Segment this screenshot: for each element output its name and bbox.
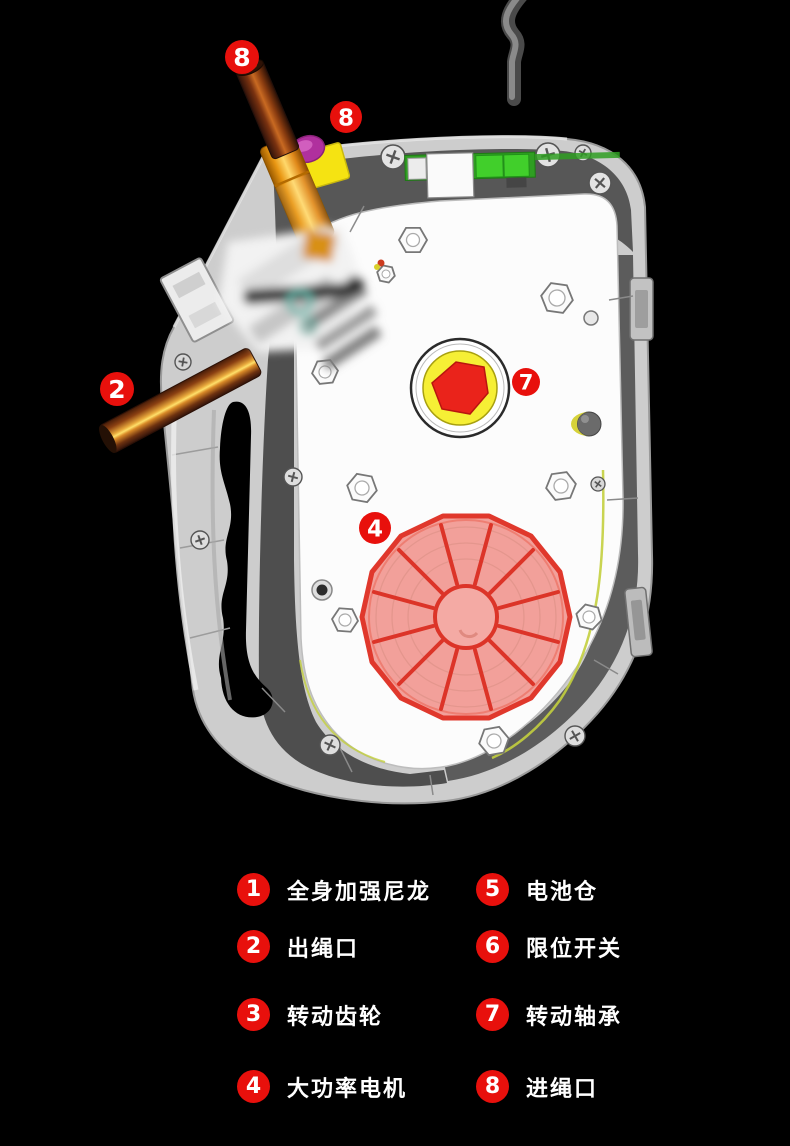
rim-band-right xyxy=(444,255,639,781)
latch-left-bracket xyxy=(159,257,235,343)
legend-badge-8: 8 xyxy=(476,1070,509,1103)
svg-text:8: 8 xyxy=(233,43,250,72)
callout-badge-8a: 8 xyxy=(225,40,259,74)
limit-switch-pcb xyxy=(404,151,620,199)
legend-label-7: 转动轴承 xyxy=(526,1003,623,1029)
legend-badge-1: 1 xyxy=(237,873,270,906)
callout-badge-4: 4 xyxy=(359,512,391,544)
legend-badge-4: 4 xyxy=(237,1070,270,1103)
motor-ribs xyxy=(372,523,560,711)
legend-label-8: 进绳口 xyxy=(526,1075,599,1101)
hoist-body xyxy=(99,59,654,805)
legend-item-7: 7 转动轴承 xyxy=(476,998,622,1031)
legend-item-1: 1 全身加强尼龙 xyxy=(237,873,431,906)
legend-item-4: 4 大功率电机 xyxy=(237,1070,407,1103)
latch-right-upper xyxy=(629,277,654,341)
gasket-line-bottom-left xyxy=(299,659,386,763)
svg-text:4: 4 xyxy=(367,516,383,542)
latch-right-lower xyxy=(624,586,653,658)
legend-label-6: 限位开关 xyxy=(526,935,623,961)
svg-text:2: 2 xyxy=(108,375,125,404)
legend-item-6: 6 限位开关 xyxy=(476,930,622,963)
relay-block xyxy=(426,152,475,199)
legend-badge-5: 5 xyxy=(476,873,509,906)
panel-seams xyxy=(261,205,639,796)
svg-text:8: 8 xyxy=(338,105,354,131)
rotating-bearing xyxy=(409,337,511,439)
bearing-hex xyxy=(431,361,489,415)
indicator-dot-red xyxy=(377,259,385,267)
legend-item-2: 2 出绳口 xyxy=(237,930,359,963)
hex-nuts xyxy=(311,226,603,757)
legend-badge-2: 2 xyxy=(237,930,270,963)
pivot-ball xyxy=(571,411,602,437)
legend-label-5: 电池仓 xyxy=(526,878,599,904)
gasket-line-right xyxy=(491,469,605,760)
legend-label-3: 转动齿轮 xyxy=(287,1003,384,1029)
grip-highlight xyxy=(171,394,199,691)
callout-badge-7: 7 xyxy=(512,368,540,396)
legend-label-1: 全身加强尼龙 xyxy=(287,878,432,904)
rope xyxy=(500,0,527,106)
legend-label-2: 出绳口 xyxy=(287,935,360,961)
svg-text:7: 7 xyxy=(519,371,534,395)
legend-badge-6: 6 xyxy=(476,930,509,963)
callout-badge-2: 2 xyxy=(100,372,134,406)
handle-hole xyxy=(218,401,273,718)
gear-mechanism-blurred xyxy=(218,223,383,371)
legend-label-4: 大功率电机 xyxy=(287,1075,408,1101)
rim-hole xyxy=(311,579,333,601)
pcb-connector xyxy=(506,177,527,188)
legend-badge-3: 3 xyxy=(237,998,270,1031)
plate-hole xyxy=(583,310,599,326)
figure-callouts: 8 8 2 7 4 xyxy=(100,40,540,544)
callout-badge-8b: 8 xyxy=(330,101,362,133)
indicator-dot-yellow xyxy=(374,264,380,270)
motor xyxy=(359,513,573,721)
legend-item-5: 5 电池仓 xyxy=(476,873,598,906)
rope-exit-tube xyxy=(99,348,262,453)
legend-badge-7: 7 xyxy=(476,998,509,1031)
legend-item-8: 8 进绳口 xyxy=(476,1070,598,1103)
legend-item-3: 3 转动齿轮 xyxy=(237,998,383,1031)
